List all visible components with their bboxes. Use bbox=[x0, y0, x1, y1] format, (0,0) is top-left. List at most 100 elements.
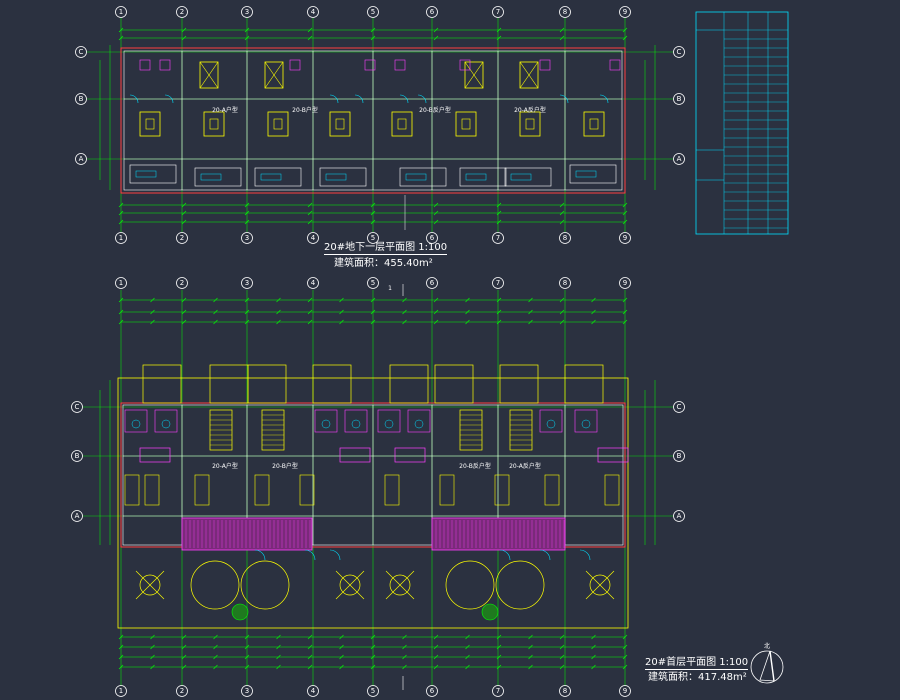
dimension-tick bbox=[244, 219, 250, 225]
ground-courtyard bbox=[564, 364, 604, 404]
axis-bubble-9 bbox=[619, 685, 631, 697]
ground-plan-title: 20#首层平面图 1:100 bbox=[645, 657, 749, 670]
ground-door-swing bbox=[499, 549, 511, 561]
axis-label-9: 9 bbox=[623, 279, 627, 287]
axis-bubble-3 bbox=[241, 6, 253, 18]
dimension-tick bbox=[370, 27, 376, 33]
ground-door-swing bbox=[329, 549, 341, 561]
axis-label-6: 6 bbox=[430, 234, 435, 242]
axis-label-3: 3 bbox=[245, 279, 249, 287]
axis-label-6: 6 bbox=[430, 8, 435, 16]
dimension-tick bbox=[213, 319, 218, 325]
ground-furniture bbox=[124, 474, 140, 506]
row-bubble-A bbox=[673, 510, 685, 522]
axis-bubble-6 bbox=[426, 685, 438, 697]
dimension-tick bbox=[307, 644, 313, 650]
basement-garage-car bbox=[135, 170, 157, 178]
row-bubble-A bbox=[75, 153, 87, 165]
row-bubble-B bbox=[75, 93, 87, 105]
dimension-tick bbox=[213, 644, 218, 650]
basement-stair-diagonal bbox=[519, 61, 539, 89]
dimension-tick bbox=[402, 654, 407, 660]
ground-dining-table bbox=[597, 447, 629, 463]
basement-garage-bay bbox=[129, 164, 177, 184]
ground-shrub bbox=[481, 603, 499, 621]
row-bubble-A bbox=[71, 510, 83, 522]
axis-label-8: 8 bbox=[563, 687, 567, 695]
basement-fixture bbox=[459, 59, 471, 71]
dimension-tick bbox=[433, 319, 439, 325]
axis-label-7: 7 bbox=[496, 279, 500, 287]
dimension-tick bbox=[118, 202, 124, 208]
basement-garage-car bbox=[465, 173, 487, 181]
axis-bubble-6 bbox=[426, 232, 438, 244]
dimension-tick bbox=[622, 297, 628, 303]
dimension-tick bbox=[244, 309, 250, 315]
axis-bubble-8 bbox=[559, 277, 571, 289]
ground-bathroom bbox=[154, 409, 178, 433]
basement-garage-bay bbox=[504, 167, 552, 187]
dimension-tick bbox=[496, 210, 502, 216]
dimension-tick bbox=[181, 219, 187, 225]
dimension-tick bbox=[559, 319, 565, 325]
dimension-tick bbox=[402, 319, 407, 325]
axis-label-7: 7 bbox=[496, 687, 500, 695]
ground-outdoor-seat bbox=[585, 570, 615, 600]
dimension-tick bbox=[622, 309, 628, 315]
row-bubble-C bbox=[673, 401, 685, 413]
dimension-tick bbox=[370, 210, 376, 216]
ground-fixture bbox=[414, 419, 424, 429]
ground-fixture bbox=[581, 419, 591, 429]
ground-unit-label: 20-B户型 bbox=[272, 462, 298, 470]
dimension-tick bbox=[591, 654, 596, 660]
basement-door-swing bbox=[354, 94, 364, 104]
ground-fixture bbox=[131, 419, 141, 429]
basement-plan-area: 建筑面积：455.40m² bbox=[334, 258, 433, 269]
axis-bubble-2 bbox=[176, 6, 188, 18]
dimension-tick bbox=[181, 202, 187, 208]
dimension-tick bbox=[244, 634, 250, 640]
row-label-A: A bbox=[677, 155, 682, 163]
axis-bubble-5 bbox=[367, 685, 379, 697]
axis-bubble-1 bbox=[115, 277, 127, 289]
basement-garage-car bbox=[325, 173, 347, 181]
basement-fixture bbox=[159, 59, 171, 71]
ground-terrace-right bbox=[431, 517, 566, 551]
basement-door-swing bbox=[399, 94, 409, 104]
row-bubble-C bbox=[673, 46, 685, 58]
ground-dining-table bbox=[339, 447, 371, 463]
north-arrow-circle bbox=[750, 650, 784, 684]
basement-furniture-detail bbox=[335, 118, 345, 130]
basement-unit-label: 20-A反户型 bbox=[514, 106, 546, 114]
dimension-tick bbox=[244, 654, 250, 660]
dimension-tick bbox=[622, 219, 628, 225]
dimension-tick bbox=[150, 319, 155, 325]
dimension-tick bbox=[528, 634, 533, 640]
dimension-tick bbox=[339, 309, 344, 315]
dimension-tick bbox=[591, 309, 596, 315]
dimension-tick bbox=[276, 644, 281, 650]
dimension-tick bbox=[559, 35, 565, 41]
dimension-tick bbox=[402, 309, 407, 315]
dimension-tick bbox=[528, 309, 533, 315]
axis-label-2: 2 bbox=[180, 8, 184, 16]
axis-label-2: 2 bbox=[180, 234, 184, 242]
ground-furniture bbox=[299, 474, 315, 506]
dimension-tick bbox=[181, 664, 187, 670]
dimension-tick bbox=[339, 664, 344, 670]
ground-courtyard bbox=[312, 364, 352, 404]
dimension-tick bbox=[622, 644, 628, 650]
axis-bubble-8 bbox=[559, 685, 571, 697]
dimension-tick bbox=[465, 644, 470, 650]
dimension-tick bbox=[370, 634, 376, 640]
dimension-tick bbox=[370, 309, 376, 315]
basement-furniture-detail bbox=[525, 118, 535, 130]
basement-furniture-detail bbox=[273, 118, 283, 130]
basement-stair bbox=[519, 61, 539, 89]
dimension-tick bbox=[591, 644, 596, 650]
dimension-tick bbox=[150, 309, 155, 315]
dimension-tick bbox=[622, 634, 628, 640]
basement-furniture-detail bbox=[589, 118, 599, 130]
row-label-B: B bbox=[677, 452, 682, 460]
axis-bubble-8 bbox=[559, 232, 571, 244]
